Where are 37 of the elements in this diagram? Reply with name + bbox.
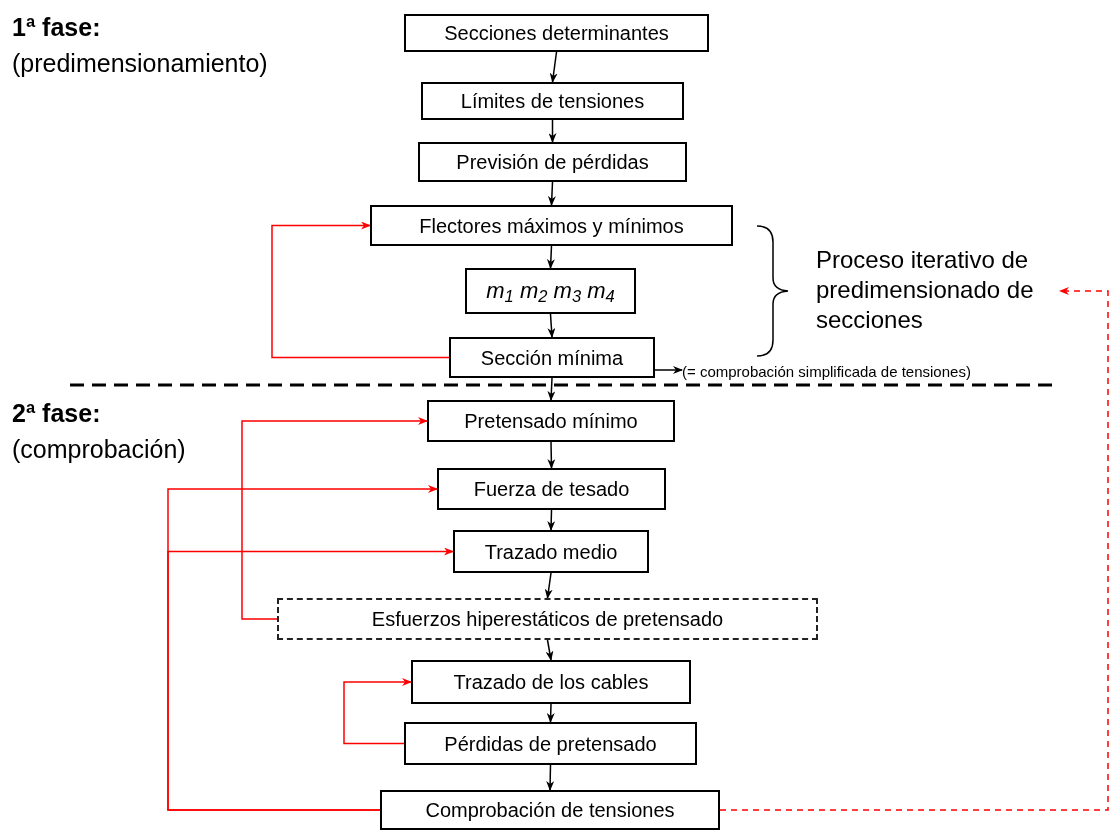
arrow (549, 51, 558, 83)
arrow (547, 313, 556, 338)
arrow (547, 181, 556, 206)
note-text: Proceso iterativo de predimensionado de secciones (816, 245, 1060, 337)
process-box: Pretensado mínimo (427, 400, 675, 442)
process-box: Límites de tensiones (421, 82, 684, 120)
arrow (167, 547, 454, 811)
phase-subtitle: (predimensionamiento) (12, 48, 268, 78)
process-box: Esfuerzos hiperestáticos de pretensado (277, 598, 818, 640)
process-box: Trazado de los cables (411, 660, 691, 704)
arrow (544, 572, 553, 599)
phase-heading: 1ª fase: (12, 12, 101, 42)
arrow (547, 377, 556, 401)
process-box: m$_{1}$ m$_{2}$ m$_{3}$ m$_{4}$ (465, 268, 636, 314)
process-box: Trazado medio (453, 530, 649, 573)
process-box: Fuerza de tesado (437, 468, 666, 510)
arrow (719, 287, 1109, 811)
arrow (547, 509, 556, 531)
process-box: Flectores máximos y mínimos (370, 205, 733, 246)
arrow (343, 678, 412, 745)
phase-subtitle: (comprobación) (12, 434, 186, 464)
arrow (546, 245, 555, 269)
process-box: Comprobación de tensiones (380, 790, 720, 830)
arrow (546, 764, 555, 791)
process-box: Pérdidas de pretensado (404, 722, 697, 765)
arrow (545, 639, 554, 661)
process-box: Previsión de pérdidas (418, 142, 687, 182)
note-text: (= comprobación simplificada de tensiones) (682, 362, 1072, 382)
arrow (546, 703, 555, 723)
phase-heading: 2ª fase: (12, 398, 101, 428)
process-box: Secciones determinantes (404, 14, 709, 52)
arrow (547, 441, 556, 469)
arrow (654, 366, 683, 374)
arrow (271, 221, 450, 359)
process-box: Sección mínima (449, 337, 655, 378)
arrow (548, 119, 557, 143)
arrow (241, 417, 428, 620)
